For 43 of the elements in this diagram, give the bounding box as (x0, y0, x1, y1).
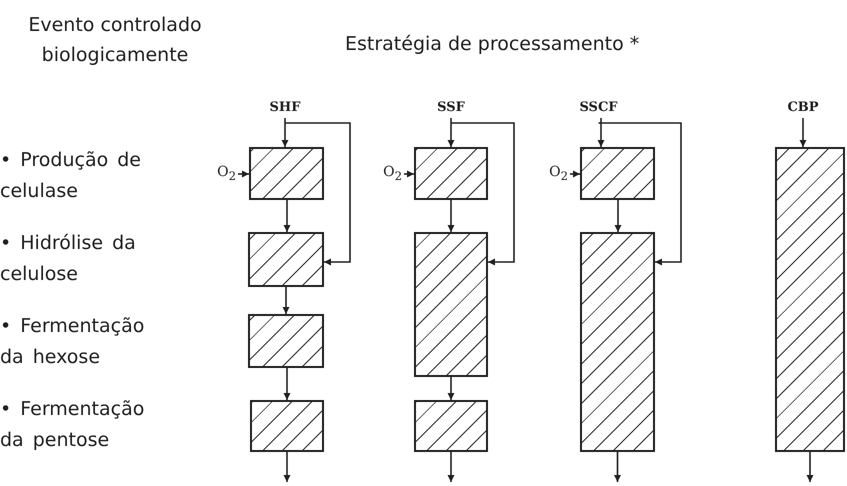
reactor-box (248, 232, 324, 287)
arrow (448, 200, 454, 232)
arrow (598, 118, 604, 147)
arrow (238, 170, 249, 178)
inlet-label: O$_{2}$ (352, 164, 402, 184)
diagram-title: Estratégia de processamento * (345, 32, 640, 57)
list-item: • Fermentação da pentose (0, 397, 146, 453)
reactor-box (580, 232, 655, 452)
list-item: • Hidrólise da celulose (0, 231, 137, 287)
arrow (806, 452, 814, 482)
strategy-label: SSCF (576, 100, 621, 118)
reactor-box (414, 400, 488, 452)
arrow (614, 452, 621, 482)
list-item: • Produção de celulase (0, 148, 142, 204)
reactor-box (580, 147, 655, 200)
strategy-label: SSF (431, 100, 471, 118)
arrow (570, 170, 580, 178)
arrow (282, 287, 290, 314)
inlet-label: O$_{2}$ (518, 164, 568, 184)
arrow (285, 122, 351, 266)
reactor-box (248, 314, 324, 368)
reactor-box (249, 147, 324, 200)
arrow (448, 118, 454, 147)
arrow (284, 368, 290, 400)
list-item: • Fermentação da hexose (0, 314, 146, 370)
arrow (448, 377, 454, 400)
reactor-box (250, 400, 324, 452)
strategy-label: CBP (783, 100, 823, 118)
arrow (284, 200, 290, 232)
arrow (800, 118, 806, 147)
arrow (448, 452, 454, 482)
arrow (404, 170, 414, 178)
strategy-label: SHF (265, 100, 305, 118)
column-heading: Evento controlado biologicamente (27, 13, 203, 68)
inlet-label: O$_{2}$ (186, 164, 236, 184)
reactor-box (414, 147, 488, 200)
arrow (282, 118, 288, 147)
arrow (614, 200, 622, 232)
arrow (598, 122, 682, 266)
arrow (284, 452, 290, 482)
reactor-box (414, 232, 488, 377)
arrow (451, 122, 515, 266)
reactor-box (775, 147, 845, 452)
